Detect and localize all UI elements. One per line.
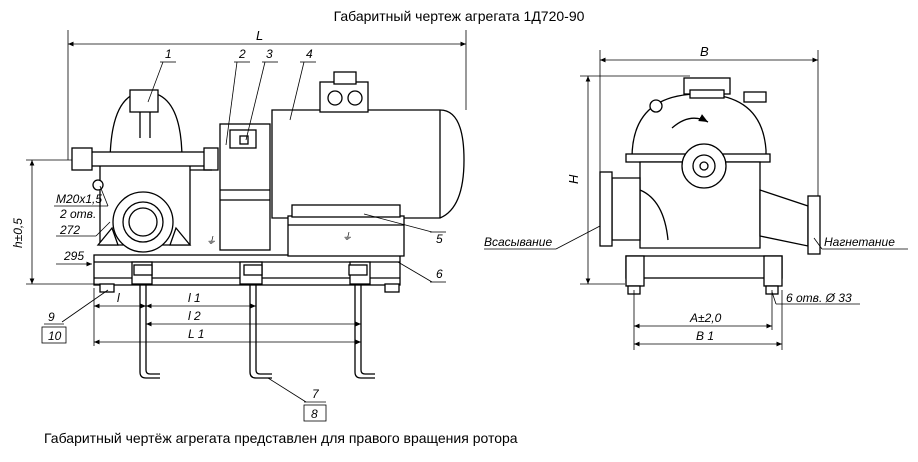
coupling-guard: [219, 123, 271, 251]
dim-B1-label: B 1: [696, 329, 714, 343]
front-base: [625, 255, 783, 279]
drawing-caption: Габаритный чертёж агрегата представлен д…: [44, 430, 518, 446]
callout-8: 8: [311, 407, 318, 421]
callouts-top: 1 2 3 4 5 6: [147, 47, 446, 283]
callout-3: 3: [266, 47, 273, 61]
dim-l1: l 1: [188, 291, 201, 305]
drawing-title: Габаритный чертеж агрегата 1Д720-90: [333, 8, 585, 24]
callout-2: 2: [238, 47, 246, 61]
callout-6: 6: [436, 267, 443, 281]
electric-motor: ⏚: [271, 71, 465, 257]
label-suction: Всасывание: [484, 235, 552, 249]
dim-295: 295: [63, 249, 84, 263]
anchor-bolts: [133, 264, 375, 379]
callout-10: 10: [48, 329, 62, 343]
dim-H-label: H: [566, 174, 581, 184]
callout-1: 1: [165, 47, 172, 61]
label-discharge: Нагнетание: [824, 235, 895, 249]
front-view: B H Всасывание Нагнет: [484, 44, 908, 350]
dim-A-label: A±2,0: [689, 311, 722, 325]
dim-l2: l 2: [188, 309, 201, 323]
dim-L1: L 1: [188, 327, 204, 341]
svg-text:⏚: ⏚: [206, 236, 216, 247]
callout-9: 9: [48, 310, 55, 324]
label-holes: 6 отв. Ø 33: [786, 291, 852, 305]
side-view: L: [11, 28, 467, 422]
dim-B-label: B: [700, 44, 709, 59]
svg-text:⏚: ⏚: [342, 232, 352, 243]
callout-7: 7: [312, 387, 320, 401]
dim-272: 272: [59, 223, 80, 237]
callout-5: 5: [436, 232, 443, 246]
dim-L-label: L: [256, 28, 263, 43]
dim-thread-count: 2 отв.: [59, 207, 96, 221]
dim-thread: M20x1,5: [56, 192, 102, 206]
pump-casing: ⏚: [71, 89, 219, 253]
dim-l: l: [117, 291, 120, 305]
dim-height-label: h±0,5: [11, 218, 25, 248]
callout-4: 4: [306, 47, 313, 61]
